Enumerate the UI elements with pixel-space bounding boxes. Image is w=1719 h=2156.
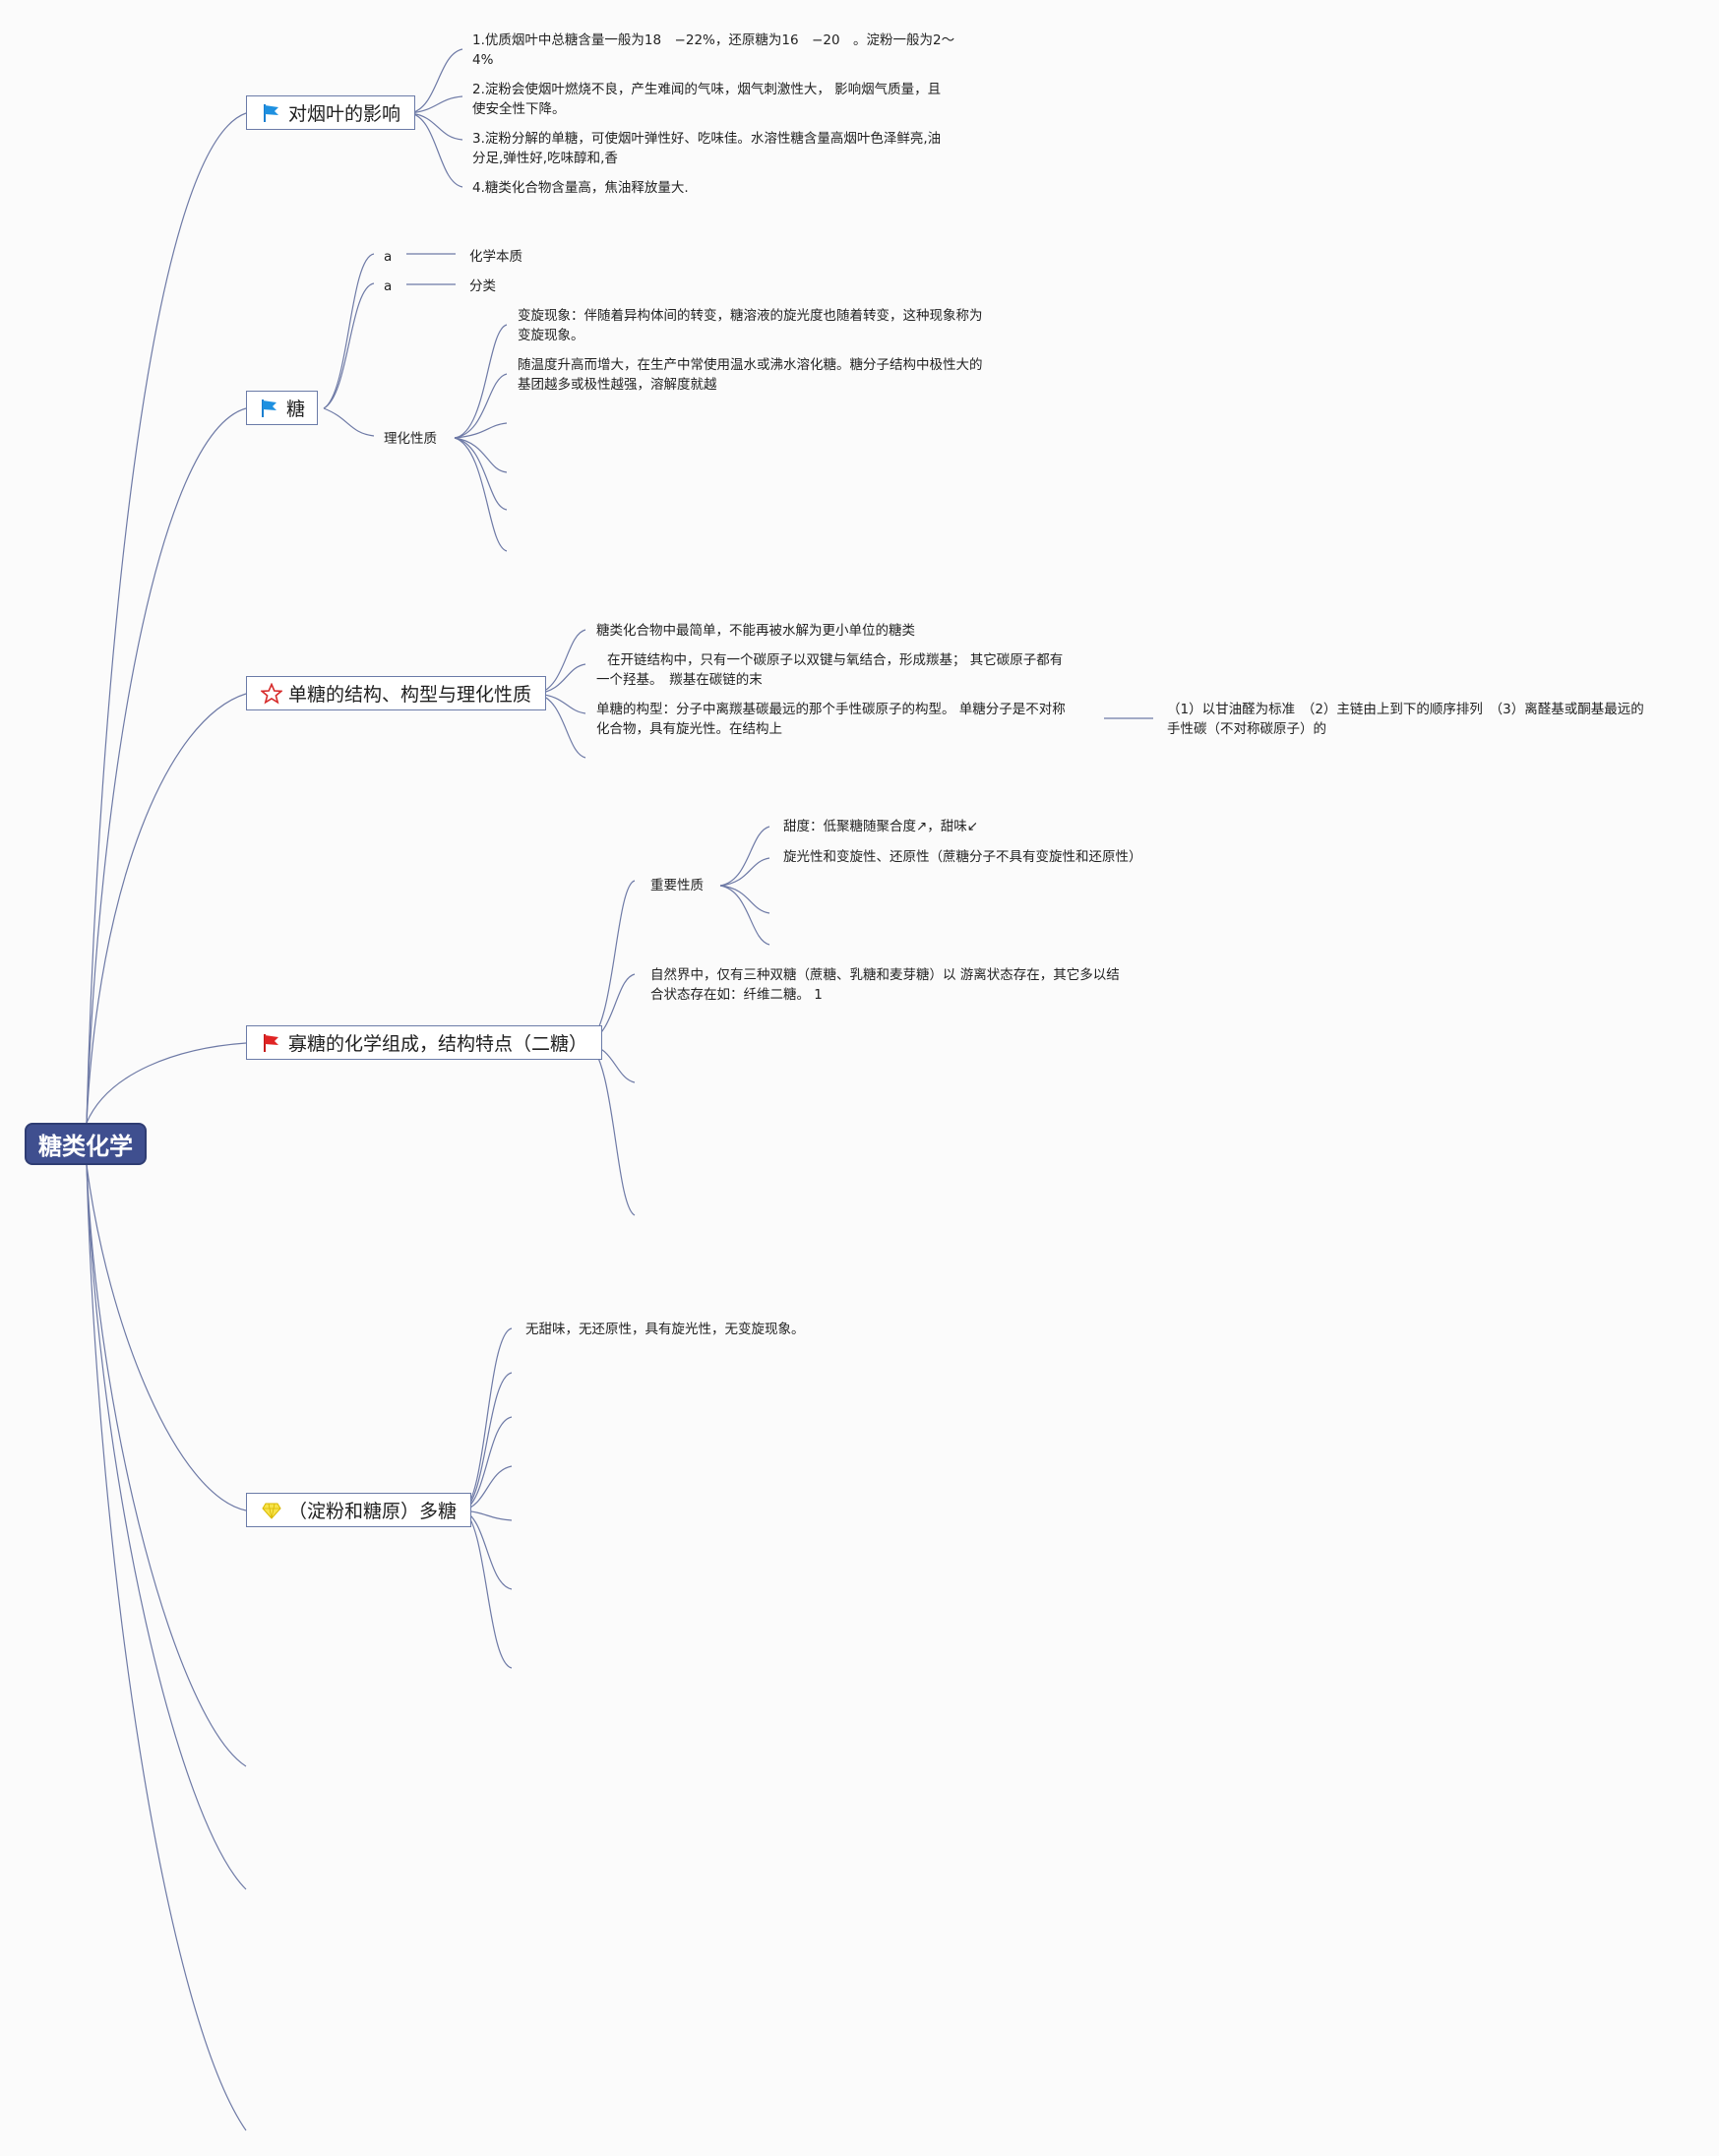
oligo-natural-line-1: 自然界中，仅有三种双糖（蔗糖、乳糖和麦芽糖）以 游离状态存在，其它多以结 [650,967,1120,983]
tobacco-item-4: 4.糖类化合物含量高，焦油释放量大. [472,180,689,196]
topic-tobacco-effect[interactable]: 对烟叶的影响 [246,95,416,130]
mono-config-rule-line-1: （1）以甘油醛为标准 （2）主链由上到下的顺序排列 （3）离醛基或酮基最远的 [1167,702,1644,717]
topic-label: 糖 [286,399,306,420]
topic-polysaccharide[interactable]: （淀粉和糖原）多糖 [246,1493,472,1527]
topic-label: （淀粉和糖原）多糖 [288,1501,458,1522]
tobacco-item-3-line-1: 3.淀粉分解的单糖，可使烟叶弹性好、吃味佳。水溶性糖含量高烟叶色泽鲜亮,油 [472,131,942,147]
red-star-outline-icon [261,682,282,705]
topic-monosaccharide[interactable]: 单糖的结构、构型与理化性质 [246,676,547,710]
root-label: 糖类化学 [38,1133,133,1160]
mono-open-chain-line-2: 一个羟基。 羰基在碳链的末 [596,672,763,688]
sugar-classification: 分类 [469,278,496,294]
physchem-solubility-line-2: 基团越多或极性越强，溶解度就越 [518,377,717,393]
sugar-chemical-nature: 化学本质 [469,249,522,265]
tobacco-item-2-line-1: 2.淀粉会使烟叶燃烧不良，产生难闻的气味，烟气刺激性大， 影响烟气质量，且 [472,82,942,97]
topic-label: 寡糖的化学组成，结构特点（二糖） [288,1033,588,1055]
topic-oligosaccharide[interactable]: 寡糖的化学组成，结构特点（二糖） [246,1025,603,1060]
mono-configuration-line-2: 化合物，具有旋光性。在结构上 [596,721,782,737]
mono-config-rule-line-2: 手性碳（不对称碳原子）的 [1167,721,1326,737]
tobacco-item-3-line-2: 分足,弹性好,吃味醇和,香 [472,151,618,166]
red-flag-icon [261,1032,282,1054]
tobacco-item-1-line-2: 4% [472,52,494,68]
sugar-a-label-2: a [384,278,393,294]
physchem-mutarotation-line-1: 变旋现象：伴随着异构体间的转变，糖溶液的旋光度也随着转变，这种现象称为 [518,308,983,324]
oligo-sweetness: 甜度：低聚糖随聚合度↗，甜味↙ [783,819,979,834]
poly-properties: 无甜味，无还原性，具有旋光性，无变旋现象。 [525,1322,805,1337]
mono-configuration-line-1: 单糖的构型：分子中离羰基碳最远的那个手性碳原子的构型。 单糖分子是不对称 [596,702,1066,717]
sugar-a-label-1: a [384,249,393,265]
topic-sugar[interactable]: 糖 [246,391,319,425]
oligo-natural-line-2: 合状态存在如：纤维二糖。 1 [650,987,823,1003]
mono-open-chain-line-1: 在开链结构中，只有一个碳原子以双键与氧结合，形成羰基； 其它碳原子都有 [607,652,1064,668]
oligo-key-properties: 重要性质 [650,878,704,893]
tobacco-item-1-line-1: 1.优质烟叶中总糖含量一般为18 −22%，还原糖为16 −20 。淀粉一般为2… [472,32,955,48]
physchem-solubility-line-1: 随温度升高而增大，在生产中常使用温水或沸水溶化糖。糖分子结构中极性大的 [518,357,983,373]
topic-label: 单糖的结构、构型与理化性质 [288,684,532,706]
blue-flag-icon [261,102,282,124]
mono-definition: 糖类化合物中最简单，不能再被水解为更小单位的糖类 [596,623,915,639]
blue-flag-icon [259,398,280,419]
topic-label: 对烟叶的影响 [288,103,401,125]
tobacco-item-2-line-2: 使安全性下降。 [472,101,566,117]
yellow-gem-icon [261,1500,282,1521]
sugar-physchem-properties: 理化性质 [384,431,437,447]
root-topic[interactable]: 糖类化学 [25,1123,147,1165]
oligo-optical-reducing: 旋光性和变旋性、还原性（蔗糖分子不具有变旋性和还原性） [783,849,1142,865]
physchem-mutarotation-line-2: 变旋现象。 [518,328,584,343]
